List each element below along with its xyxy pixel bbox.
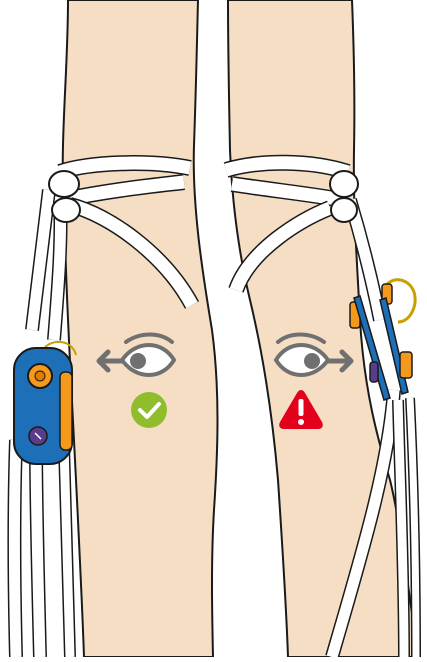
eye-look-left-icon bbox=[96, 332, 177, 377]
check-circle-icon bbox=[131, 392, 167, 428]
right-belay-device bbox=[349, 278, 417, 401]
eye-look-right-icon bbox=[273, 332, 354, 377]
left-leg-skin bbox=[61, 0, 219, 658]
left-leg-knot bbox=[48, 155, 200, 309]
right-rope-strands bbox=[325, 197, 421, 659]
left-belay-device bbox=[13, 340, 77, 465]
warning-triangle-icon bbox=[279, 390, 323, 429]
right-leg-knot bbox=[223, 154, 359, 294]
left-leg bbox=[61, 0, 219, 658]
